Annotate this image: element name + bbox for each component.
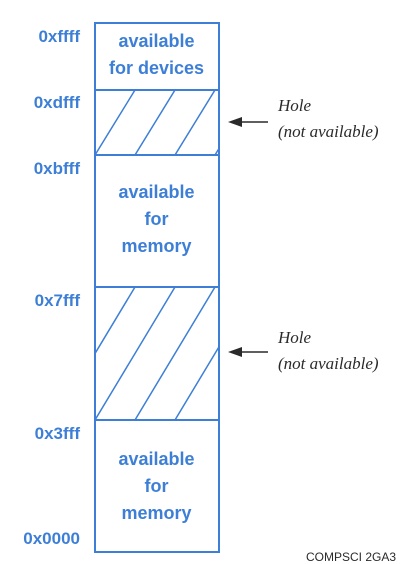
address-label: 0xbfff bbox=[33, 159, 80, 178]
block-hole-upper bbox=[94, 89, 220, 156]
block-memory-upper-line: for bbox=[144, 209, 169, 229]
block-memory-upper-label: available for memory bbox=[94, 179, 219, 260]
hole-title: Hole bbox=[278, 328, 312, 347]
block-memory-lower bbox=[94, 419, 220, 553]
block-memory-upper-line: available bbox=[118, 182, 195, 202]
figure-credit: COMPSCI 2GA3 bbox=[306, 550, 397, 564]
hole-lower-hatching bbox=[95, 287, 219, 420]
address-label: 0x0000 bbox=[23, 529, 80, 548]
arrow-icon bbox=[228, 117, 268, 127]
block-memory-lower-label: available for memory bbox=[94, 446, 219, 527]
block-memory-upper-line: memory bbox=[121, 236, 192, 256]
hole-note: (not available) bbox=[278, 122, 379, 141]
hole-upper-hatching bbox=[95, 90, 219, 155]
block-memory-lower-line: for bbox=[144, 476, 169, 496]
block-devices-line: available bbox=[118, 31, 195, 51]
block-devices-line: for devices bbox=[108, 58, 205, 78]
address-label: 0x7fff bbox=[34, 291, 80, 310]
hole-upper-label: Hole (not available) bbox=[278, 93, 379, 145]
hole-note: (not available) bbox=[278, 354, 379, 373]
hole-title: Hole bbox=[278, 96, 312, 115]
block-devices-label: available for devices bbox=[94, 28, 219, 82]
block-memory-lower-line: available bbox=[118, 449, 195, 469]
block-hole-lower bbox=[94, 286, 220, 421]
block-memory-lower-line: memory bbox=[121, 503, 192, 523]
arrow-icon bbox=[228, 347, 268, 357]
address-label: 0xdfff bbox=[33, 93, 80, 112]
address-label: 0x3fff bbox=[34, 424, 80, 443]
address-label: 0xffff bbox=[38, 27, 80, 46]
hole-lower-label: Hole (not available) bbox=[278, 325, 379, 377]
